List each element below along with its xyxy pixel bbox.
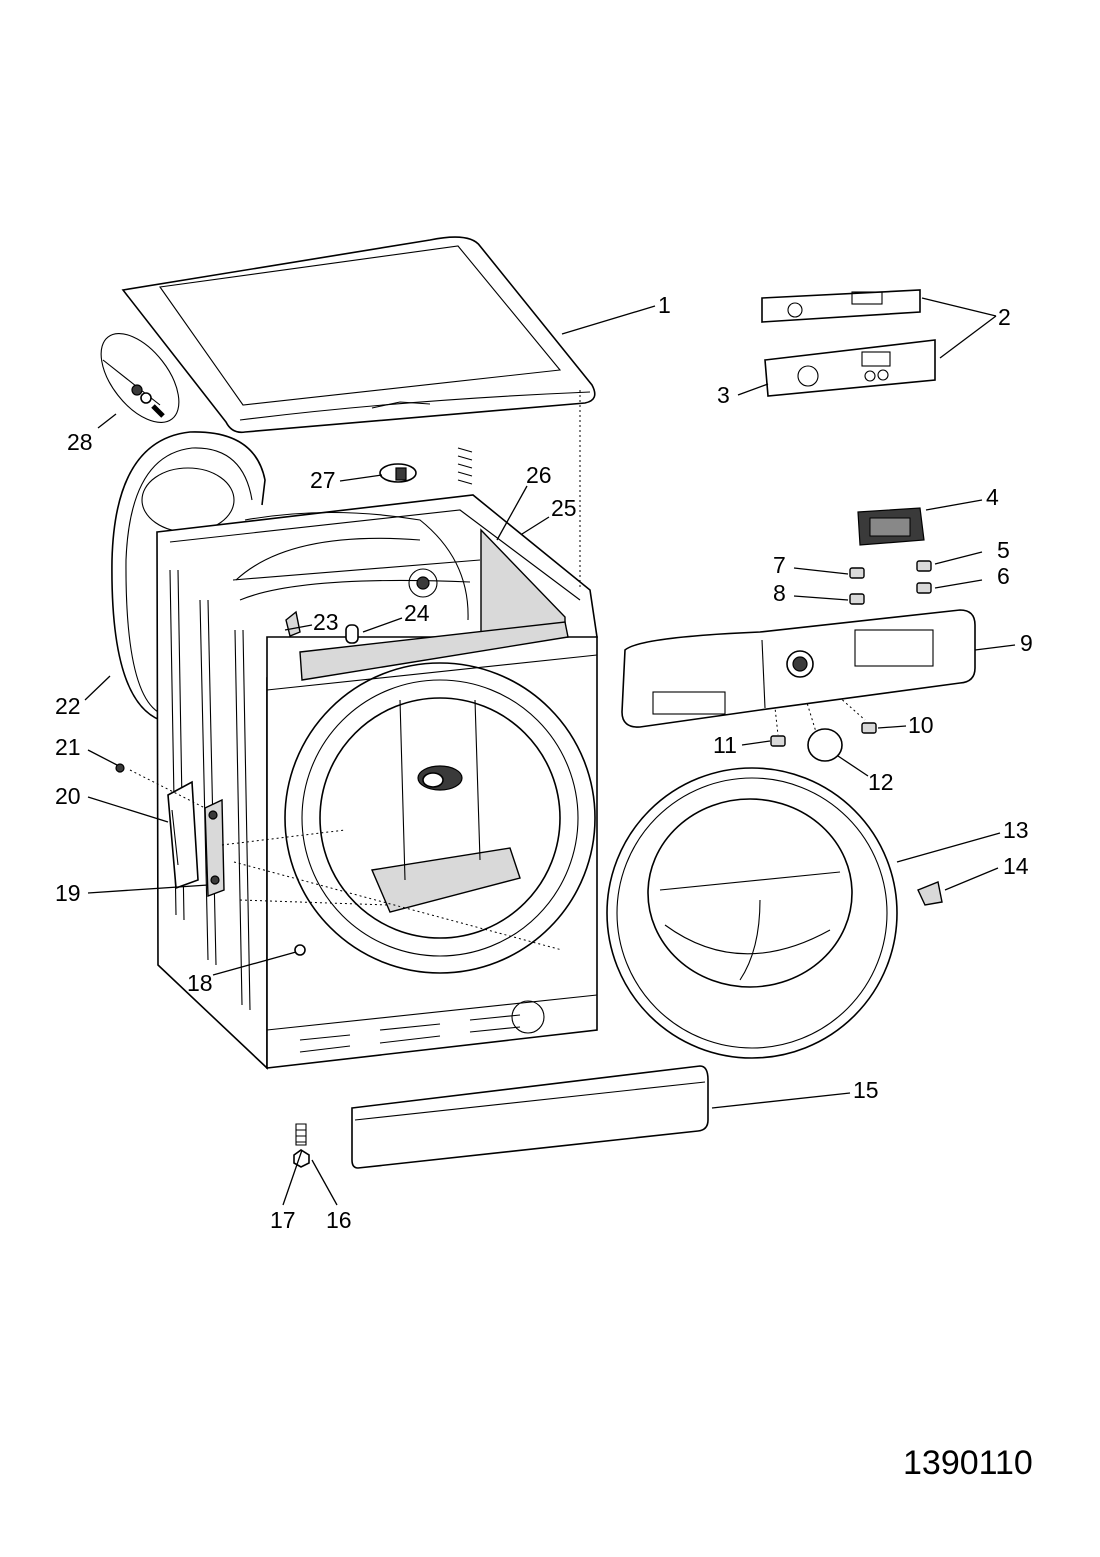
display-module (857, 507, 925, 546)
top-cover (121, 236, 596, 434)
callout-1: 1 (658, 292, 671, 318)
callout-16: 16 (326, 1207, 352, 1233)
callout-6: 6 (997, 563, 1010, 589)
part-23 (285, 610, 301, 637)
callout-27: 27 (310, 467, 336, 493)
callout-10: 10 (908, 712, 934, 738)
callout-20: 20 (55, 783, 81, 809)
callout-28: 28 (67, 429, 93, 455)
screw-21 (115, 763, 125, 773)
door-assembly (606, 767, 898, 1059)
callout-17: 17 (270, 1207, 296, 1233)
hinge-parts (167, 780, 225, 897)
part-24 (345, 624, 359, 644)
callout-leaders (84, 297, 1016, 1206)
callout-4: 4 (986, 484, 999, 510)
callout-19: 19 (55, 880, 81, 906)
control-boards (761, 289, 936, 397)
callout-22: 22 (55, 693, 81, 719)
callout-2: 2 (998, 304, 1011, 330)
callout-5: 5 (997, 537, 1010, 563)
callout-3: 3 (717, 382, 730, 408)
callout-8: 8 (773, 580, 786, 606)
screw-18 (294, 944, 306, 956)
callout-24: 24 (404, 600, 430, 626)
cabinet-body (156, 494, 598, 1070)
callout-numbers: 1 2 3 4 5 6 7 8 9 10 11 12 13 14 15 16 1… (55, 292, 1033, 1233)
screw-kit (100, 332, 180, 424)
spring-hose (457, 447, 473, 485)
control-panel-facia (621, 609, 976, 728)
adjustable-foot (293, 1123, 310, 1168)
selector-knob (807, 728, 843, 762)
callout-11: 11 (713, 732, 737, 758)
callout-9: 9 (1020, 630, 1033, 656)
callout-26: 26 (526, 462, 552, 488)
callout-25: 25 (551, 495, 577, 521)
callout-13: 13 (1003, 817, 1029, 843)
callout-7: 7 (773, 552, 786, 578)
callout-15: 15 (853, 1077, 879, 1103)
door-catch (917, 881, 943, 906)
plinth (351, 1065, 709, 1169)
callout-18: 18 (187, 970, 213, 996)
callout-12: 12 (868, 769, 894, 795)
buttons (770, 560, 932, 747)
callout-21: 21 (55, 734, 81, 760)
callout-23: 23 (313, 609, 339, 635)
diagram-code: 1390110 (903, 1444, 1033, 1482)
hose-clamp (379, 463, 417, 483)
callout-14: 14 (1003, 853, 1029, 879)
